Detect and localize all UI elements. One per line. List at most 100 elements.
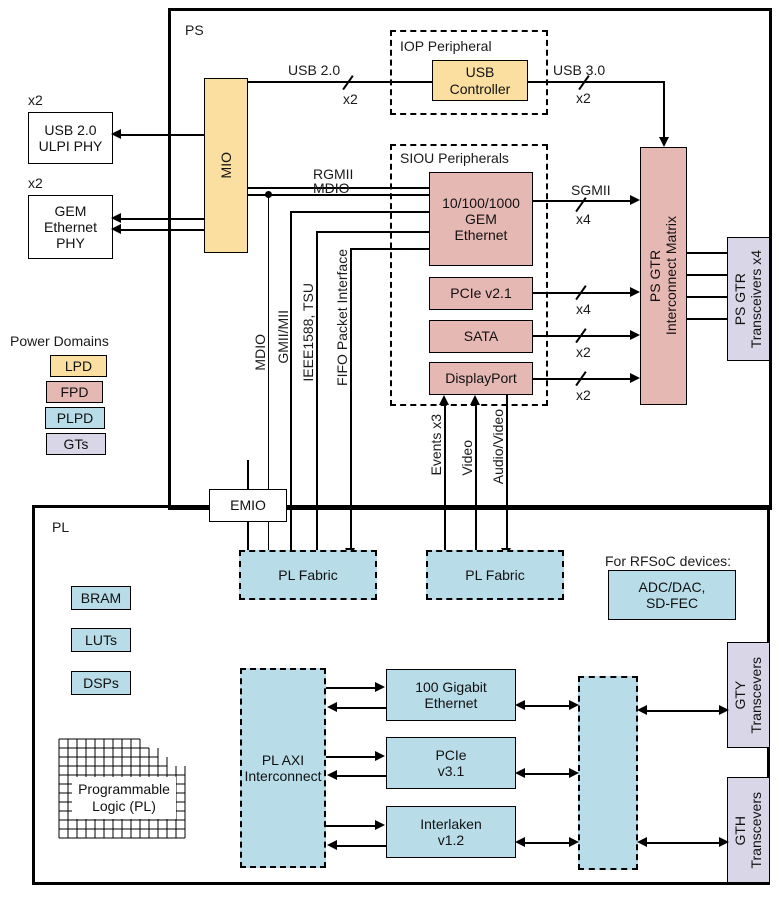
power-domains-title: Power Domains [10, 333, 109, 349]
100g-to-bridge-line [524, 705, 572, 707]
siou-peripherals-group [390, 144, 548, 406]
displayport-width-label: x2 [576, 387, 591, 403]
emio-block: EMIO [209, 489, 287, 522]
ps-container [168, 8, 772, 510]
vertical-signal-mdio: MDIO [252, 334, 268, 371]
vertical-signal-gmii: GMII/MII [275, 310, 291, 364]
usb30-arrowhead [658, 137, 669, 147]
ps-gtr-interconnect-matrix-block: PS GTR Interconnect Matrix [640, 147, 687, 405]
pcie-to-axi-line [336, 775, 386, 777]
events-line [444, 404, 446, 574]
usb30-drop-line [663, 81, 665, 138]
iop-peripheral-group-label: IOP Peripheral [400, 38, 492, 54]
gtr-link-3 [687, 296, 727, 298]
usb20-ulpi-phy-block: USB 2.0 ULPI PHY [28, 112, 113, 164]
ps-label: PS [185, 22, 204, 38]
usb-phy-multiplier: x2 [28, 92, 43, 108]
interlaken-block: Interlaken v1.2 [386, 806, 516, 858]
mdio-vertical-line [267, 194, 270, 574]
rgmii-signal-label: RGMII [313, 166, 354, 182]
gty-transceivers-label: GTY Transcevers [732, 656, 765, 734]
sata-to-gtr-arrowhead [630, 330, 640, 340]
gem-phy-multiplier: x2 [28, 175, 43, 191]
luts-block: LUTs [71, 628, 131, 652]
ethernet-100g-block: 100 Gigabit Ethernet [386, 669, 516, 721]
usb-controller-block: USB Controller [432, 60, 528, 101]
axi-to-100g-line [326, 687, 376, 689]
mdio-signal-line [248, 194, 429, 196]
displayport-to-gtr-line [533, 378, 633, 380]
pcie-bridge-arrow-right [569, 768, 579, 778]
adc-dac-sdfec-block: ADC/DAC, SD-FEC [608, 570, 736, 620]
sgmii-arrowhead [630, 195, 640, 205]
axi-to-interlaken-line [326, 825, 376, 827]
bridge-gth-arrow-left [637, 837, 647, 847]
pl-fabric-top-block: PL Fabric [239, 550, 377, 600]
rfsoc-note-label: For RFSoC devices: [605, 553, 732, 569]
100g-to-axi-arrowhead [327, 702, 337, 712]
100g-bridge-arrow-left [515, 700, 525, 710]
gmii-vertical-line [290, 211, 292, 574]
bram-block: BRAM [71, 586, 131, 610]
gem-ethernet-phy-block: GEM Ethernet PHY [28, 195, 113, 259]
bridge-gty-arrow-left [637, 705, 647, 715]
pl-gt-bridge-block [578, 676, 638, 870]
interlaken-bridge-arrow-right [569, 837, 579, 847]
ieee1588-horizontal-line [316, 231, 429, 233]
dp-signal-events: Events x3 [428, 414, 444, 476]
pl-axi-interconnect-block: PL AXI Interconnect [240, 668, 326, 868]
mio-to-gemphy-line-1 [120, 218, 204, 220]
pl-fabric-dp-block: PL Fabric [426, 550, 564, 600]
interlaken-bridge-arrow-left [515, 837, 525, 847]
bridge-to-gty-line [646, 710, 722, 712]
pcie-to-axi-arrowhead [327, 770, 337, 780]
pl-label: PL [52, 519, 70, 535]
ps-gtr-matrix-label: PS GTR Interconnect Matrix [647, 216, 680, 336]
displayport-block: DisplayPort [429, 362, 533, 395]
legend-swatch-plpd: PLPD [45, 407, 105, 429]
fifo-horizontal-line [350, 248, 429, 250]
bridge-gth-arrow-right [719, 837, 729, 847]
gem-ethernet-block: 10/100/1000 GEM Ethernet [429, 172, 533, 266]
usb20-signal-line [248, 81, 432, 83]
pcie-to-bridge-line [524, 773, 572, 775]
gtr-link-2 [687, 274, 727, 276]
ps-gtr-transceivers-label: PS GTR Transceivers x4 [732, 249, 765, 349]
dp-signal-audiovideo: Audio/Video [490, 409, 506, 485]
events-arrowhead [439, 395, 450, 405]
gtr-link-1 [687, 252, 727, 254]
usb20-width-label: x2 [343, 91, 358, 107]
gemphy-arrowhead-1 [111, 213, 121, 223]
axi-to-pcie-line [326, 756, 376, 758]
gemphy-arrowhead-2 [111, 224, 121, 234]
programmable-logic-label: Programmable Logic (PL) [72, 777, 176, 819]
mdio-top-signal-label: MDIO [313, 180, 350, 196]
ps-gtr-transceivers-block: PS GTR Transceivers x4 [727, 237, 770, 361]
gmii-horizontal-line [290, 211, 429, 213]
mio-to-usbphy-line [120, 134, 204, 136]
legend-swatch-lpd: LPD [50, 355, 107, 377]
sata-to-gtr-line [533, 335, 633, 337]
rgmii-signal-line [248, 187, 429, 189]
100g-bridge-arrow-right [569, 700, 579, 710]
displayport-to-gtr-arrowhead [630, 373, 640, 383]
axi-to-pcie-arrowhead [375, 751, 385, 761]
axi-to-interlaken-arrowhead [375, 820, 385, 830]
ieee1588-vertical-line [316, 231, 318, 574]
mio-block: MIO [204, 78, 248, 253]
iop-peripheral-group [390, 30, 548, 115]
interlaken-to-axi-line [336, 845, 386, 847]
pcie-to-gtr-line [533, 292, 633, 294]
mio-label: MIO [217, 152, 234, 179]
video-arrowhead [470, 395, 481, 405]
siou-peripherals-group-label: SIOU Peripherals [400, 150, 509, 166]
sata-block: SATA [429, 320, 533, 353]
usb30-signal-line [528, 81, 664, 83]
bridge-gty-arrow-right [719, 705, 729, 715]
gth-transceivers-label: GTH Transcevers [732, 791, 765, 869]
vertical-signal-ieee1588: IEEE1588, TSU [300, 283, 316, 382]
pcie-bridge-arrow-left [515, 768, 525, 778]
emio-up-line [247, 460, 249, 490]
mio-to-gemphy-line-2 [120, 229, 204, 231]
